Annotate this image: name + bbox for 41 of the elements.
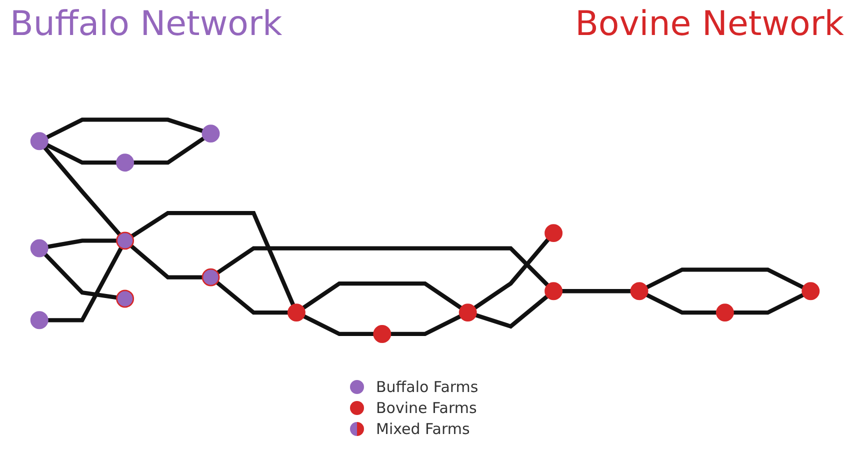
bovine-farm-node xyxy=(544,224,563,242)
buffalo-farm-node xyxy=(116,154,134,172)
bovine-farm-node xyxy=(630,282,648,300)
connection-line xyxy=(562,289,631,294)
connection-line xyxy=(47,238,117,249)
connection-line xyxy=(475,294,548,329)
connection-line xyxy=(44,252,118,300)
connection-line xyxy=(302,281,462,310)
bovine-farm-node xyxy=(716,304,734,322)
mixed-farm-node xyxy=(116,232,134,250)
bovine-farm-node xyxy=(802,282,820,300)
connection-line xyxy=(130,210,296,306)
connection-line xyxy=(43,146,122,236)
connection-line xyxy=(46,118,204,140)
network-heading: Bovine Network xyxy=(575,4,844,44)
mixed-farm-node xyxy=(116,290,134,308)
connection-line xyxy=(133,136,206,165)
connection-line xyxy=(733,292,804,315)
mixed-farm-node xyxy=(202,268,220,286)
buffalo-farm-node xyxy=(30,132,48,150)
legend-label: Buffalo Farms xyxy=(376,378,478,396)
connection-line xyxy=(646,292,717,315)
connection-line xyxy=(48,247,123,322)
buffalo-farm-node xyxy=(30,239,48,258)
network-heading: Buffalo Network xyxy=(10,4,282,44)
connection-line xyxy=(390,314,462,336)
connection-line xyxy=(216,280,288,315)
connection-line xyxy=(46,143,117,165)
bovine-farm-node xyxy=(287,304,306,322)
legend-label: Mixed Farms xyxy=(376,420,470,438)
connection-line xyxy=(474,238,550,310)
connection-line xyxy=(216,246,550,287)
bovine-farm-node xyxy=(373,325,392,343)
legend-label: Bovine Farms xyxy=(376,398,477,416)
connection-line xyxy=(646,268,804,290)
buffalo-farm-node xyxy=(202,124,220,143)
connection-line xyxy=(302,314,374,336)
bovine-farm-node xyxy=(544,282,563,300)
connection-line xyxy=(130,244,202,280)
buffalo-farm-node xyxy=(30,311,48,330)
bovine-farm-node xyxy=(458,304,477,322)
